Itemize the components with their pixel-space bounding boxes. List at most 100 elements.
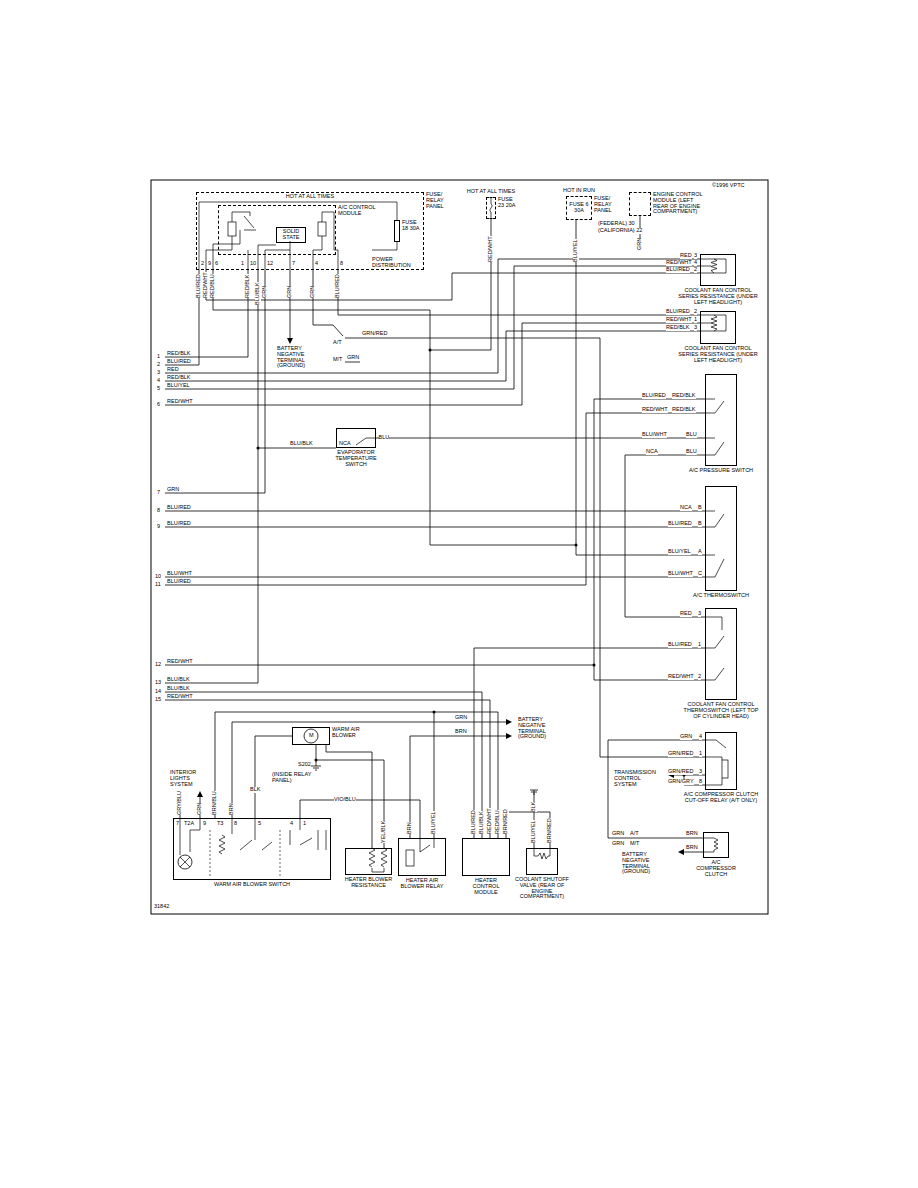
wire-connector [506,812,550,848]
wire-label: ©1996 VPTC [712,183,744,189]
wire-label: A/T [630,831,639,837]
component-label: FUSE 23 20A [498,197,520,209]
component-label: COOLANT FAN CONTROL SERIES RESISTANCE (U… [678,288,758,305]
wire-label: NCA [680,505,692,511]
wire-label: YEL/BLK [381,821,387,843]
wire-connector [300,800,420,838]
wire-label: RED/BLK [167,375,191,381]
wire-label: RED/BLU [495,810,501,834]
wire-label: 15 [155,697,161,703]
component-box: HEATER BLOWER RESISTANCE [345,848,392,875]
component-label: WARM AIR BLOWER SWITCH [214,882,290,888]
wire-label: GRN [347,355,359,361]
wire-label: BLU/RED [666,309,690,315]
wire-label: BLU/YEL [431,811,437,834]
wire-label: 10 [250,261,256,267]
wire-label: GRN [680,734,692,740]
component-box: COOLANT FAN CONTROL THERMOSWITCH (LEFT T… [705,608,737,700]
wire-label: 3 [694,253,697,259]
wire-label: RED/BLK [245,274,251,298]
wire-label: BLU/WHT [668,571,693,577]
wire-label: BLU/YEL [573,239,579,262]
wire-label: C [698,571,702,577]
component-label: WARM AIR BLOWER [332,727,364,739]
wire-label: RED/WHT [666,317,692,323]
wire-label: GRN [167,487,179,493]
wire-label: 6 [157,402,160,408]
relay-coil [406,850,414,866]
wire-label: 6 [215,261,218,267]
wire-label: INTERIOR LIGHTS SYSTEM [170,770,210,787]
wire-label: 4 [315,261,318,267]
wire-label: 31842 [154,904,169,910]
wire-label: 11 [155,582,161,588]
wire-label: B [698,521,702,527]
component-label: FUSE 18 30A [402,220,422,232]
component-label: SOLID STATE [278,229,304,241]
component-label: EVAPORATOR TEMPERATURE SWITCH [331,450,381,467]
wire-label: 2 [698,674,701,680]
wire-label: GRN [262,286,268,298]
wire-label: BLU/RED [335,274,341,298]
component-box: HOT IN RUNFUSE/ RELAY PANELFUSE 6 30A [566,196,592,220]
wire-label: RED/WHT [203,272,209,298]
wire-label: BLU/BLK [167,677,190,683]
wire-label: 9 [208,261,211,267]
wire-label: (FEDERAL) 30 [598,221,635,227]
wire-label: 4 [157,378,160,384]
lamp-filament [180,857,190,867]
wire-label: BLU [686,432,697,438]
junction-dot [433,711,436,714]
wire-color-label: BLK [250,787,260,793]
wire-label: GRN [612,831,624,837]
wire-label: 8 [157,508,160,514]
wire-label: GRN/RED [668,769,693,775]
wire-label: RED/WHT [668,674,694,680]
wire-label: BLU/RED [167,359,191,365]
wire-label: BRN/RED [503,809,509,834]
wire-label: 2 [694,309,697,315]
junction-dot [257,447,260,450]
wire-label: BRN [686,831,698,837]
relay-coil [228,222,236,236]
wire-label: S202 [298,762,311,768]
wire-label: 7 [157,490,160,496]
component-label: HEATER BLOWER RESISTANCE [344,877,394,889]
wire-label: BRN [229,803,235,815]
wire-label: NCA [339,441,351,447]
wire-label: 7 [176,821,179,827]
wire-label: 4 [694,260,697,266]
wire-label: 1 [303,821,306,827]
component-box: FUSE 18 30A [394,220,400,242]
wire-label: BLU/RED [668,642,692,648]
component-box: A/C COMPRESSOR CLUTCH [703,832,729,858]
wire-label: 12 [155,662,161,668]
wire-label: GRY/BLU [177,791,183,815]
wire-label: A/T [333,340,342,346]
wire-label: (CALIFORNIA) 22 [598,228,642,234]
wire-label: B [698,505,702,511]
component-symbols [180,259,726,872]
component-label: HOT IN RUN [563,188,595,194]
wire [165,216,705,852]
wire-label: 9 [203,821,206,827]
component-box: COOLANT FAN CONTROL SERIES RESISTANCE (U… [700,254,736,286]
wire-label: TRANSMISSION CONTROL SYSTEM [614,770,664,787]
wire-label: 5 [157,386,160,392]
wire-label: RED/WHT [487,808,493,834]
component-box: HOT AT ALL TIMESFUSE 23 20A [486,197,496,219]
wire-label: GRN [310,286,316,298]
wire-label: BLU/RED [167,505,191,511]
wire-label: 5 [258,821,261,827]
component-label: HOT AT ALL TIMES [467,189,515,195]
wire-label: 2 [201,261,204,267]
component-box: A/C PRESSURE SWITCH [705,374,737,466]
wire-label: BLU/YEL [531,820,537,843]
wire-connector [608,740,705,838]
wire-label: BLU/RED [642,393,666,399]
wire-label: GRN [612,841,624,847]
wire-label: BRN/BLU [212,791,218,815]
wire-label: GRN [455,715,467,721]
